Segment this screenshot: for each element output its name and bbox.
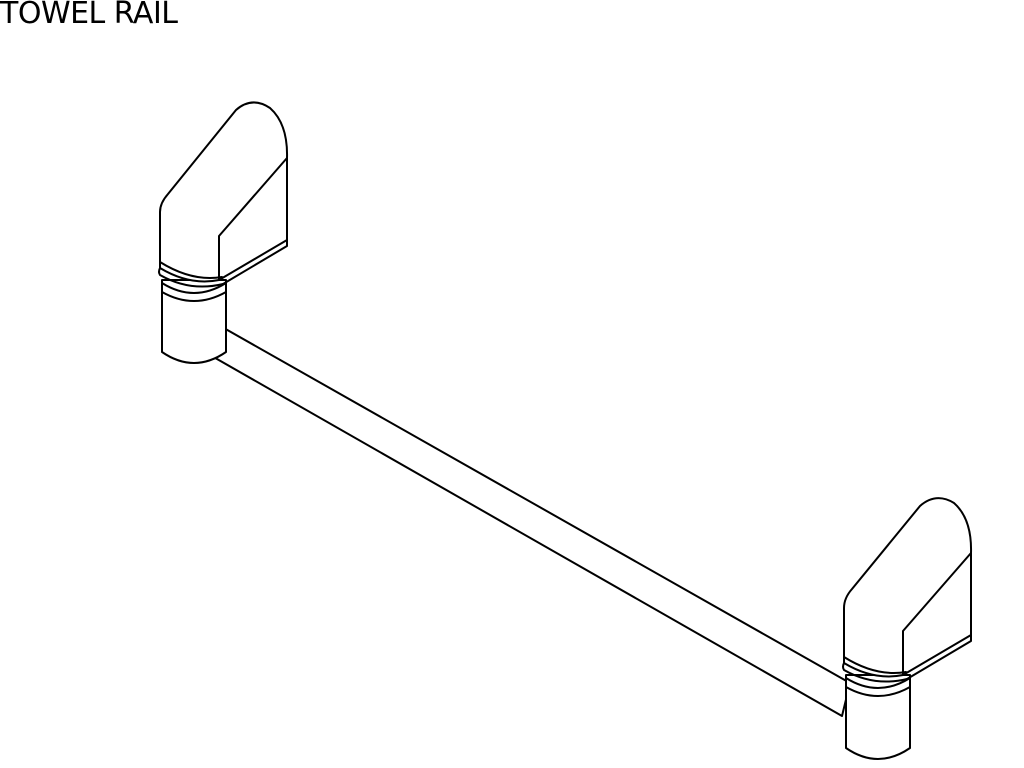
left-bracket <box>158 101 289 364</box>
right-bracket <box>842 497 973 760</box>
left-post <box>161 279 227 364</box>
drawing-title: TOWEL RAIL <box>0 0 178 31</box>
left-mount <box>159 101 289 283</box>
right-mount <box>843 497 973 678</box>
rail-bar <box>202 322 851 717</box>
right-post <box>845 674 911 760</box>
